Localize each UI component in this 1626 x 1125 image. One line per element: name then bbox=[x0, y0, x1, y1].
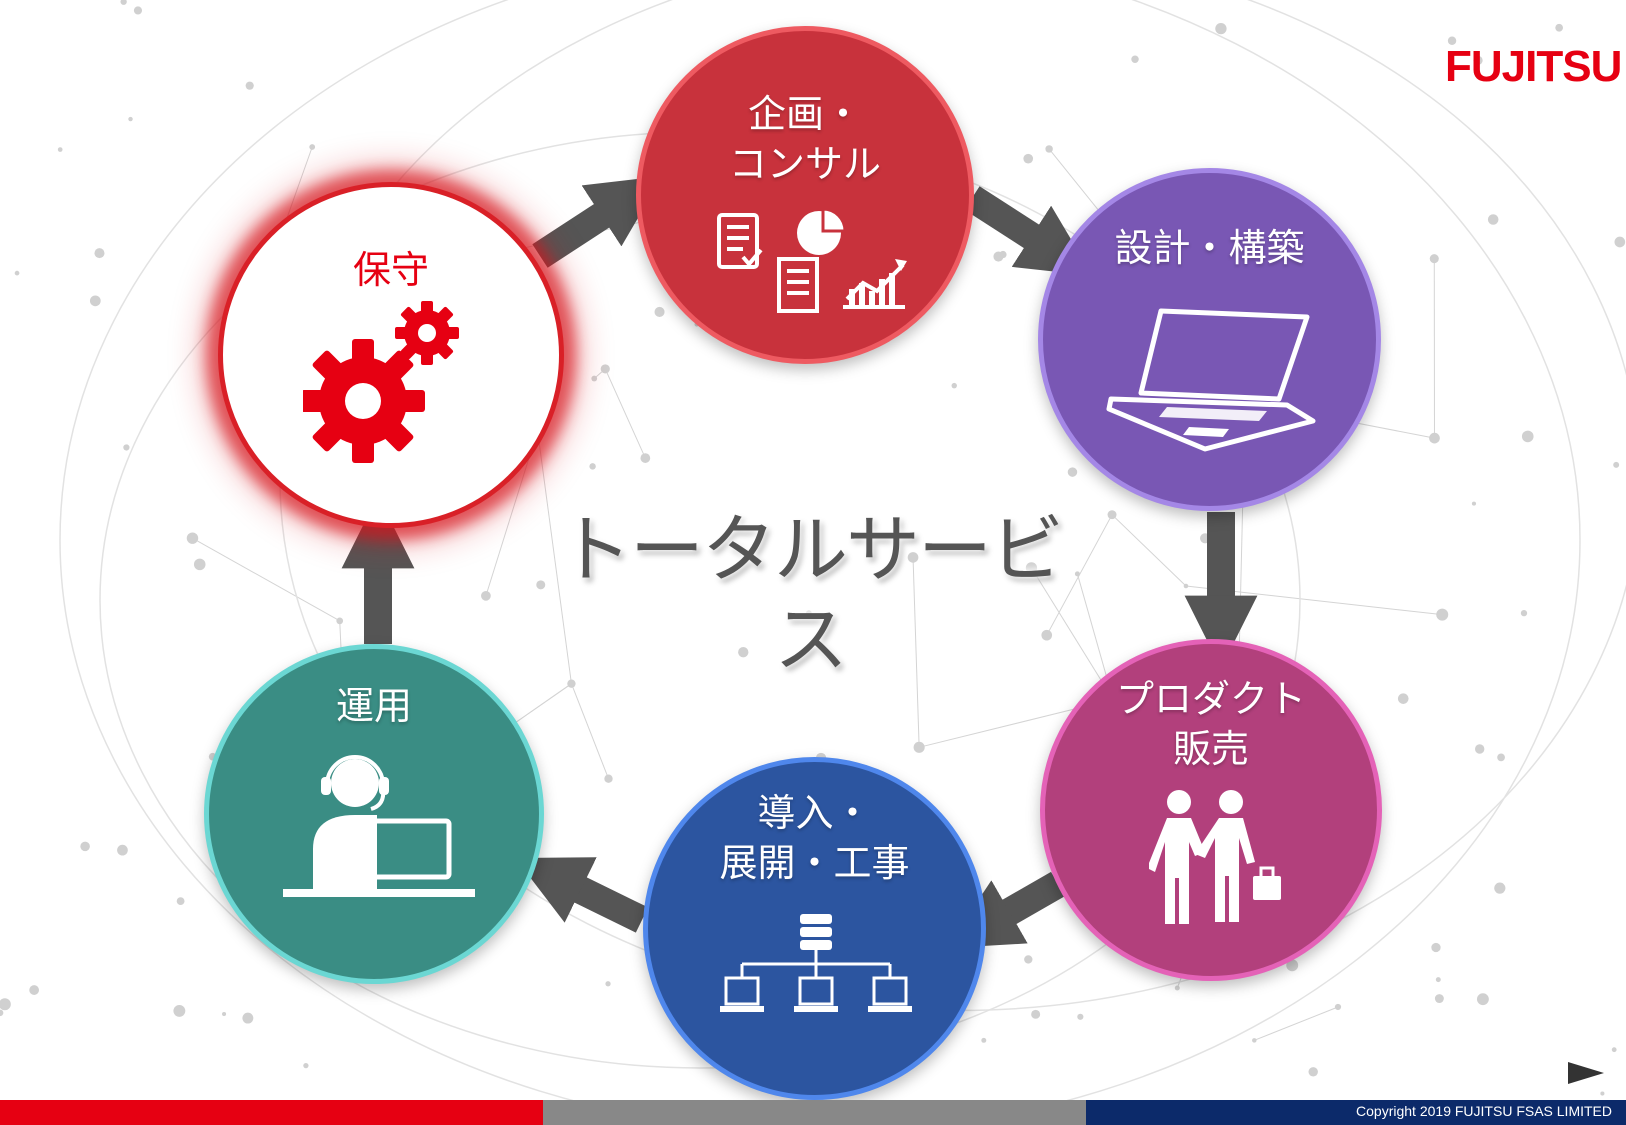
arrow-product-to-deploy bbox=[946, 871, 1065, 949]
operator-icon bbox=[283, 755, 475, 897]
footer: Copyright 2019 FUJITSU FSAS LIMITED bbox=[0, 1100, 1626, 1125]
node-deployment-construction: 導入・展開・工事 bbox=[643, 757, 986, 1100]
footer-bar-red bbox=[0, 1100, 543, 1125]
handshake-icon bbox=[1149, 790, 1281, 924]
node-label: 保守 bbox=[352, 248, 429, 292]
fujitsu-logo: FUJITSU bbox=[1445, 42, 1622, 91]
center-title: トータルサービス bbox=[558, 507, 1064, 683]
gears-icon bbox=[303, 301, 459, 463]
documents-chart-icon bbox=[717, 207, 907, 313]
node-planning-consulting: 企画・コンサル bbox=[636, 26, 974, 364]
node-operations: 運用 bbox=[204, 644, 544, 984]
node-label: 企画・コンサル bbox=[728, 92, 881, 186]
arrow-plan-to-design bbox=[964, 186, 1093, 276]
network-icon bbox=[720, 914, 912, 1012]
node-design-build: 設計・構築 bbox=[1038, 168, 1381, 511]
next-slide-icon[interactable] bbox=[1568, 1060, 1606, 1086]
footer-bar-gray bbox=[543, 1100, 1086, 1125]
footer-bar-navy bbox=[1086, 1100, 1626, 1125]
arrow-maint-to-plan bbox=[532, 176, 663, 268]
node-label: 設計・構築 bbox=[1114, 226, 1305, 270]
node-label: 運用 bbox=[335, 684, 412, 728]
copyright-text: Copyright 2019 FUJITSU FSAS LIMITED bbox=[1356, 1103, 1612, 1119]
node-label: 導入・展開・工事 bbox=[719, 791, 910, 885]
node-product-sales: プロダクト販売 bbox=[1040, 639, 1382, 981]
node-label: プロダクト販売 bbox=[1115, 677, 1306, 771]
node-maintenance: 保守 bbox=[218, 182, 564, 528]
arrow-deploy-to-ops bbox=[515, 857, 649, 933]
laptop-icon bbox=[1106, 308, 1316, 452]
